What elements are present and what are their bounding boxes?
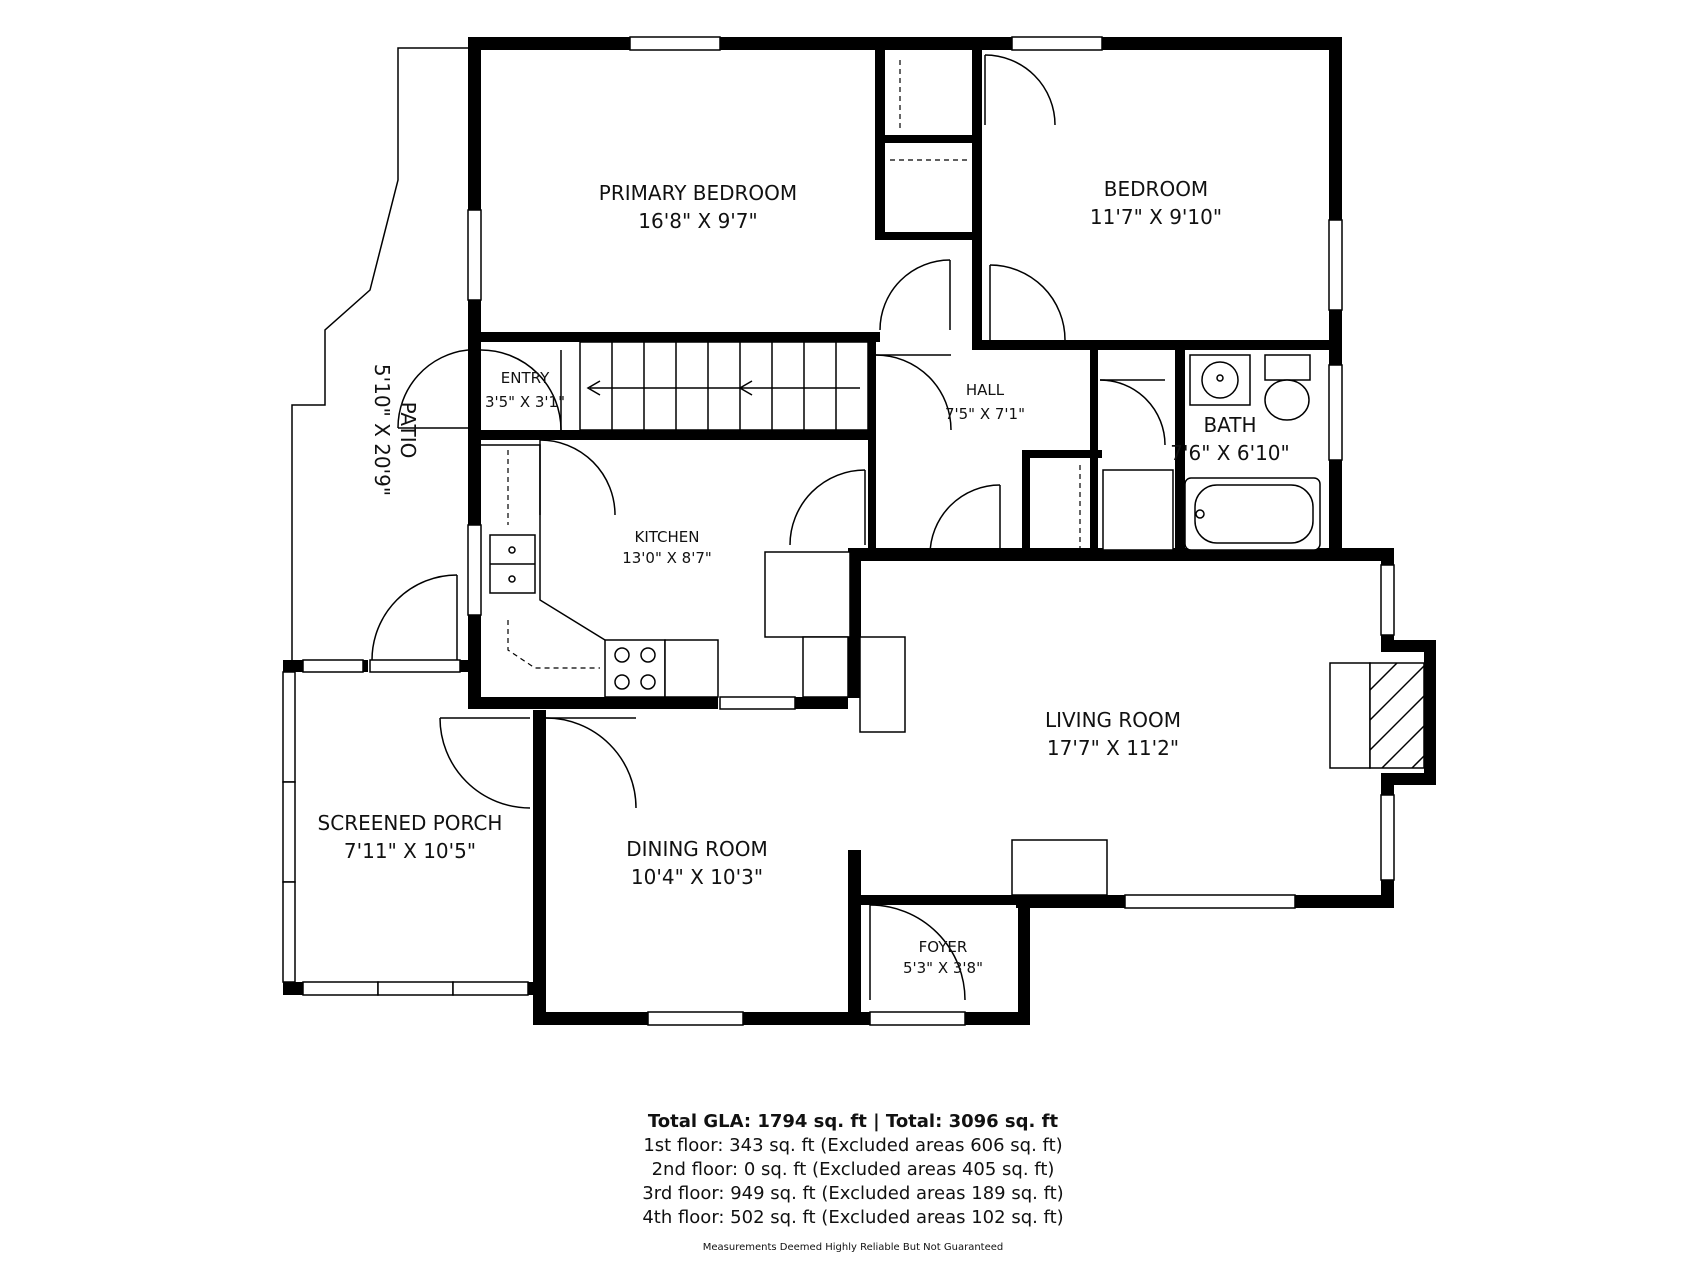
entry-dims: 3'5" X 3'1" (485, 393, 565, 411)
stove-icon (604, 639, 666, 698)
dining-room-name: DINING ROOM (626, 837, 768, 861)
toilet-tank-icon (1264, 354, 1311, 381)
foyer-name: FOYER (919, 938, 968, 956)
kitchen-fixtures (481, 444, 906, 733)
screened-porch-dims: 7'11" X 10'5" (344, 839, 476, 863)
doors (371, 54, 1166, 1001)
fireplace (1011, 662, 1425, 896)
screened-porch-name: SCREENED PORCH (318, 811, 503, 835)
living-room-dims: 17'7" X 11'2" (1047, 736, 1179, 760)
stairs (579, 341, 869, 431)
foyer-dims: 5'3" X 3'8" (903, 959, 983, 977)
entry-name: ENTRY (501, 369, 550, 387)
kitchen-name: KITCHEN (635, 528, 700, 546)
windows (282, 36, 1395, 1026)
dining-room-dims: 10'4" X 10'3" (631, 865, 763, 889)
floor-area-2: 2nd floor: 0 sq. ft (Excluded areas 405 … (651, 1159, 1055, 1180)
kitchen-dims: 13'0" X 8'7" (622, 549, 712, 567)
patio-dims: 5'10" X 20'9" (370, 364, 394, 496)
floor-area-1: 1st floor: 343 sq. ft (Excluded areas 60… (643, 1135, 1063, 1156)
floor-area-3: 3rd floor: 949 sq. ft (Excluded areas 18… (642, 1183, 1064, 1204)
toilet-icon (1264, 379, 1310, 421)
disclaimer: Measurements Deemed Highly Reliable But … (702, 1242, 1004, 1253)
primary-bedroom-name: PRIMARY BEDROOM (599, 181, 797, 205)
bath-name: BATH (1203, 413, 1256, 437)
patio-outline (291, 47, 470, 660)
bedroom-dims: 11'7" X 9'10" (1090, 205, 1222, 229)
hall-name: HALL (966, 381, 1005, 399)
area-summary: Total GLA: 1794 sq. ft | Total: 3096 sq.… (0, 1110, 1706, 1253)
floor-area-4: 4th floor: 502 sq. ft (Excluded areas 10… (642, 1207, 1064, 1228)
vanity-icon (1189, 354, 1251, 406)
total-area: Total GLA: 1794 sq. ft | Total: 3096 sq.… (647, 1111, 1059, 1132)
room-labels: PRIMARY BEDROOM 16'8" X 9'7" BEDROOM 11'… (318, 177, 1290, 977)
bath-fixtures (890, 60, 1321, 551)
bathtub-icon (1184, 477, 1321, 551)
living-room-name: LIVING ROOM (1045, 708, 1181, 732)
patio-name: PATIO (396, 402, 420, 459)
hall-dims: 7'5" X 7'1" (945, 405, 1025, 423)
primary-bedroom-dims: 16'8" X 9'7" (638, 209, 757, 233)
bedroom-name: BEDROOM (1104, 177, 1208, 201)
bath-dims: 7'6" X 6'10" (1170, 441, 1289, 465)
